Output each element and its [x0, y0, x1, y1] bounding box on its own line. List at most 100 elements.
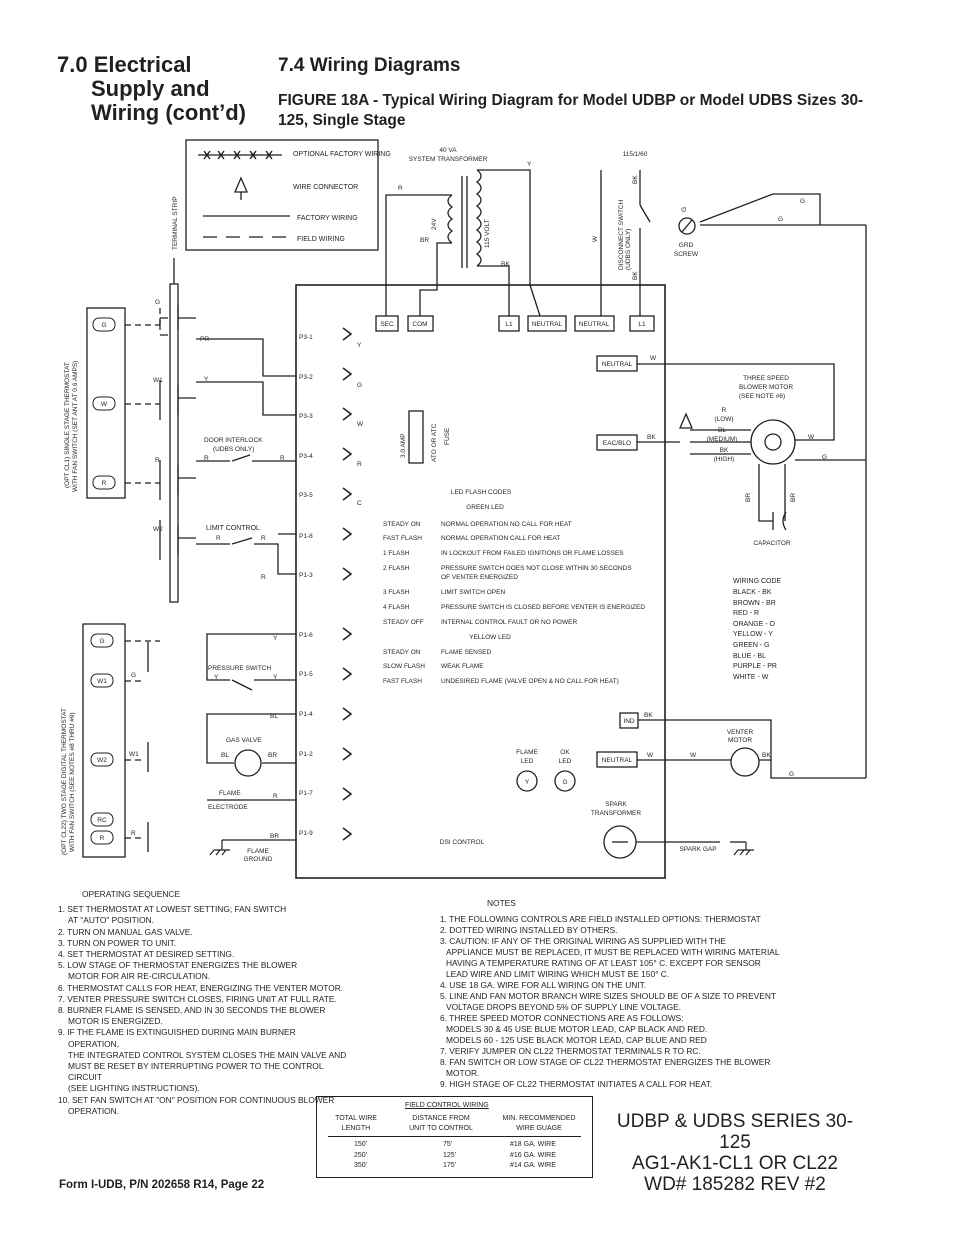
wire-label: R	[261, 574, 266, 581]
table-cell: #14 GA. WIRE	[510, 1162, 556, 1169]
terminal-l1: L1	[505, 321, 513, 328]
led-codes-title: LED FLASH CODES	[451, 489, 512, 496]
thermostat-terminal: R	[100, 835, 105, 842]
model-line: AG1-AK1-CL1 OR CL22	[632, 1153, 838, 1174]
operating-sequence: OPERATING SEQUENCE 1. SET THERMOSTAT AT …	[58, 889, 348, 1117]
flame-led: Y	[525, 779, 530, 786]
wiring-code-item: WHITE - W	[733, 674, 769, 681]
code-meaning: INTERNAL CONTROL FAULT OR NO POWER	[441, 619, 577, 626]
code-state: FAST FLASH	[383, 535, 422, 542]
flame-ground-label: GROUND	[244, 856, 273, 863]
wire-label: G	[789, 771, 794, 778]
terminal-neutral: NEUTRAL	[602, 361, 633, 368]
code-meaning: WEAK FLAME	[441, 663, 484, 670]
wire-label: G	[131, 672, 136, 679]
code-meaning: PRESSURE SWITCH IS CLOSED BEFORE VENTER …	[441, 604, 645, 611]
table-header: TOTAL WIRE LENGTH	[331, 1114, 381, 1134]
code-state: 2 FLASH	[383, 565, 410, 572]
wiring-code-title: WIRING CODE	[733, 578, 782, 585]
legend-box	[185, 139, 379, 251]
speed-label: (LOW)	[714, 416, 733, 423]
pin-label: W	[357, 421, 364, 428]
pin-label: P3-2	[299, 374, 313, 381]
fuse-amp-label: 3.0 AMP	[400, 433, 407, 458]
model-line: WD# 185282 REV #2	[644, 1174, 826, 1195]
code-state: STEADY ON	[383, 521, 421, 528]
table-column-distance: 75' 125' 175'	[443, 1140, 456, 1172]
code-meaning: NORMAL OPERATION NO CALL FOR HEAT	[441, 521, 572, 528]
wire-label: BL	[221, 752, 229, 759]
pin-label: P3-4	[299, 453, 313, 460]
note-item: 7. VERIFY JUMPER ON CL22 THERMOSTAT TERM…	[440, 1046, 701, 1056]
wire-label: BR	[790, 493, 797, 502]
note-item: 4. USE 18 GA. WIRE FOR ALL WIRING ON THE…	[440, 980, 647, 990]
section-title-line: Wiring (cont’d)	[91, 100, 246, 125]
disconnect-label: (UDBS ONLY)	[625, 229, 632, 270]
operating-sequence-title: OPERATING SEQUENCE	[82, 889, 181, 899]
header-line: LENGTH	[341, 1125, 371, 1132]
table-cell: 75'	[443, 1141, 453, 1148]
pin-label: P1-8	[299, 533, 313, 540]
table-cell: 175'	[443, 1162, 457, 1169]
wire-label: Y	[527, 161, 532, 168]
operating-step: 8. BURNER FLAME IS SENSED, AND IN 30 SEC…	[58, 1005, 326, 1027]
speed-label: BL	[718, 427, 726, 434]
wire-label: R	[261, 535, 266, 542]
fuse-type-label: ATO OR ATC	[431, 423, 438, 462]
figure-title: FIGURE 18A - Typical Wiring Diagram for …	[278, 92, 864, 129]
wire-label: R	[155, 457, 160, 464]
yellow-led-heading: YELLOW LED	[469, 634, 511, 641]
thermostat-cl1-label: WITH FAN SWITCH (SET ANT AT 0.6 AMPS)	[72, 361, 79, 492]
header-line: MIN. RECOMMENDED	[502, 1115, 576, 1122]
speed-label: R	[722, 407, 727, 414]
dsi-control-label: DSI CONTROL	[440, 839, 485, 846]
wire-label: BK	[632, 271, 639, 280]
wire-label: Y	[273, 674, 278, 681]
wire-label: G	[681, 207, 688, 212]
code-state: 1 FLASH	[383, 550, 410, 557]
header-line: TOTAL WIRE	[335, 1115, 377, 1122]
wire-label: W	[650, 355, 657, 362]
pin-label: P3-3	[299, 413, 313, 420]
code-state: FAST FLASH	[383, 678, 422, 685]
speed-label: BK	[720, 447, 729, 454]
gas-valve-label: GAS VALVE	[226, 737, 262, 744]
wire-label: Y	[273, 635, 278, 642]
wire-label: W	[647, 752, 654, 759]
blower-label: THREE SPEED	[743, 375, 789, 382]
legend-connector-label: WIRE CONNECTOR	[293, 184, 358, 191]
pin-label: G	[357, 382, 362, 389]
code-state: STEADY ON	[383, 649, 421, 656]
table-cell: 150'	[354, 1141, 368, 1148]
operating-step: 1. SET THERMOSTAT AT LOWEST SETTING; FAN…	[58, 904, 287, 926]
flame-led-label: LED	[521, 758, 534, 765]
yellow-led-codes: STEADY ON FLAME SENSED SLOW FLASH WEAK F…	[383, 649, 619, 685]
spark-transformer-label: TRANSFORMER	[591, 810, 642, 817]
green-led-codes: STEADY ON NORMAL OPERATION NO CALL FOR H…	[383, 521, 645, 626]
model-line: UDBP & UDBS SERIES 30-125	[616, 1111, 854, 1153]
wiring-code-list: BLACK - BK BROWN - BR RED - R ORANGE - O…	[733, 589, 777, 681]
thermostat-terminal: W	[101, 401, 108, 408]
wire-label: BR	[268, 752, 277, 759]
pin-label: R	[357, 461, 362, 468]
table-header: MIN. RECOMMENDED WIRE GUAGE	[497, 1114, 581, 1134]
electrode-label: ELECTRODE	[208, 804, 248, 811]
terminal-eac-blo: EAC/BLO	[603, 440, 631, 447]
thermostat-terminal: W2	[97, 757, 107, 764]
thermostat-terminal: G	[101, 322, 106, 329]
terminal-l1: L1	[638, 321, 646, 328]
flame-led-label: FLAME	[516, 749, 538, 756]
wire-label: W1	[153, 377, 163, 384]
pin-label: P3-5	[299, 492, 313, 499]
wiring-code-item: ORANGE - O	[733, 621, 776, 628]
supply-label: 115/1/60	[623, 151, 648, 158]
terminal-strip-label: TERMINAL STRIP	[172, 196, 179, 250]
header-line: UNIT TO CONTROL	[409, 1125, 473, 1132]
note-item: 5. LINE AND FAN MOTOR BRANCH WIRE SIZES …	[440, 991, 776, 1012]
transformer-label: SYSTEM TRANSFORMER	[409, 156, 488, 163]
legend-x-marks	[203, 150, 273, 160]
thermostat-cl1-label: (OPT CL1) SINGLE STAGE THERMOSTAT	[64, 362, 71, 488]
table-column-length: 150' 250' 350'	[354, 1140, 367, 1172]
wire-label: W1	[129, 751, 139, 758]
